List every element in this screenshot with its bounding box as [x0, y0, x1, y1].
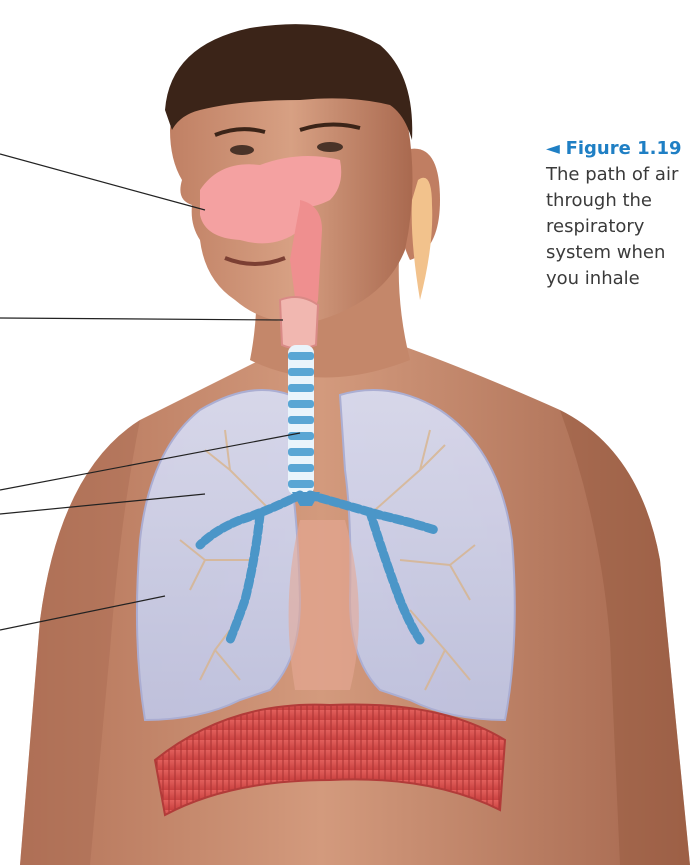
- figure-caption: ◄ Figure 1.19 The path of air through th…: [546, 136, 694, 292]
- left-eye: [230, 145, 254, 155]
- mediastinum: [289, 520, 359, 690]
- trachea: [288, 345, 314, 495]
- caption-arrow-icon: ◄: [546, 138, 560, 159]
- nasal-cavity-leader: [0, 154, 205, 210]
- caption-text: The path of air through the respiratory …: [546, 164, 678, 289]
- right-eye: [317, 142, 343, 152]
- figure-number: Figure 1.19: [566, 138, 682, 159]
- ear-cartilage: [412, 178, 433, 300]
- larynx: [280, 297, 318, 349]
- pharynx-larynx-leader: [0, 318, 283, 320]
